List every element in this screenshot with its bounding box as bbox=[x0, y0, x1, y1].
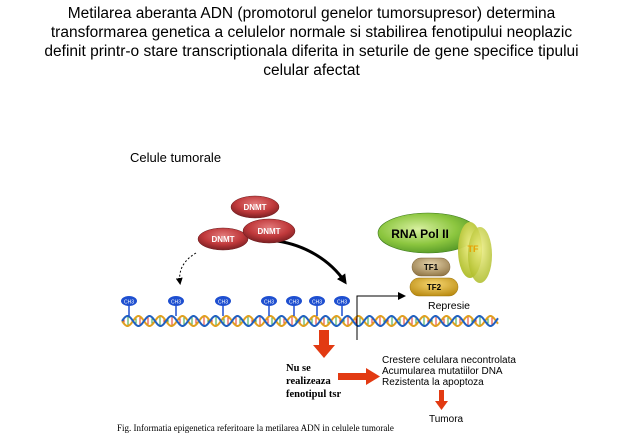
slide-title: Metilarea aberanta ADN (promotorul genel… bbox=[0, 4, 623, 80]
dna-strand-b bbox=[121, 315, 499, 327]
dna-strand-a bbox=[121, 315, 499, 327]
cpg-label: CH3 bbox=[124, 300, 134, 306]
rna-pol-label: RNA Pol II bbox=[391, 227, 449, 241]
cpg-label: CH3 bbox=[264, 300, 274, 306]
cpg-marker: CH3 bbox=[334, 296, 350, 316]
no-expression-line-1: Nu se bbox=[286, 363, 311, 374]
tf1-label: TF1 bbox=[424, 263, 439, 272]
cpg-marker: CH3 bbox=[309, 296, 325, 316]
tf1-protein bbox=[411, 257, 451, 277]
cpg-marker: CH3 bbox=[286, 296, 302, 316]
tumor-cells-label: Celule tumorale bbox=[130, 150, 222, 165]
dnmt-enzyme-left bbox=[197, 227, 249, 251]
dnmt-arrow-left bbox=[175, 252, 197, 285]
dnmt-label-top: DNMT bbox=[243, 203, 266, 212]
tumor-label: Tumora bbox=[429, 414, 464, 425]
no-expression-line-2: realizeaza bbox=[286, 376, 331, 387]
cpg-label: CH3 bbox=[312, 300, 322, 306]
dna-helix bbox=[121, 315, 499, 327]
repression-label: Represie bbox=[428, 300, 471, 312]
red-arrow-down bbox=[313, 330, 335, 358]
transcription-start-arrow bbox=[356, 292, 406, 340]
tf2-label: TF2 bbox=[427, 283, 442, 292]
tf-protein bbox=[458, 222, 492, 283]
cpg-label: CH3 bbox=[337, 300, 347, 306]
cpg-label: CH3 bbox=[218, 300, 228, 306]
dnmt-enzyme-right bbox=[242, 218, 296, 244]
tf2-protein bbox=[409, 277, 459, 297]
cpg-marker: CH3 bbox=[168, 296, 184, 316]
methylation-markers: CH3 CH3 CH3 CH3 CH3 CH3 CH3 bbox=[121, 296, 350, 316]
dnmt-enzyme-top bbox=[230, 195, 280, 219]
figure-caption: Fig. Informatia epigenetica referitoare … bbox=[117, 423, 394, 433]
cpg-marker: CH3 bbox=[261, 296, 277, 316]
dnmt-label-right: DNMT bbox=[257, 227, 280, 236]
dnmt-arrow-right bbox=[276, 239, 347, 285]
title-line-1: Metilarea aberanta ADN (promotorul genel… bbox=[67, 5, 556, 22]
title-line-2: transformarea genetica a celulelor norma… bbox=[50, 24, 573, 41]
title-line-3: definit printr-o stare transcriptionala … bbox=[44, 43, 579, 60]
tf-label: TF bbox=[468, 244, 479, 254]
cpg-label: CH3 bbox=[171, 300, 181, 306]
red-arrow-to-tumor bbox=[435, 390, 448, 410]
no-expression-line-3: fenotipul tsr bbox=[286, 389, 342, 400]
red-arrow-right bbox=[338, 368, 380, 385]
effect-item: Acumularea mutatiilor DNA bbox=[382, 366, 503, 377]
cpg-marker: CH3 bbox=[121, 296, 137, 316]
cpg-label: CH3 bbox=[289, 300, 299, 306]
dnmt-label-left: DNMT bbox=[211, 235, 234, 244]
cpg-marker: CH3 bbox=[215, 296, 231, 316]
no-tsr-phenotype-text: Nu se realizeaza fenotipul tsr bbox=[286, 362, 341, 401]
effect-item: Rezistenta la apoptoza bbox=[382, 377, 484, 388]
title-line-4: celular afectat bbox=[263, 62, 360, 79]
effect-item: Crestere celulara necontrolata bbox=[382, 355, 516, 366]
tumor-effects-list: Crestere celulara necontrolata Acumulare… bbox=[382, 355, 516, 388]
